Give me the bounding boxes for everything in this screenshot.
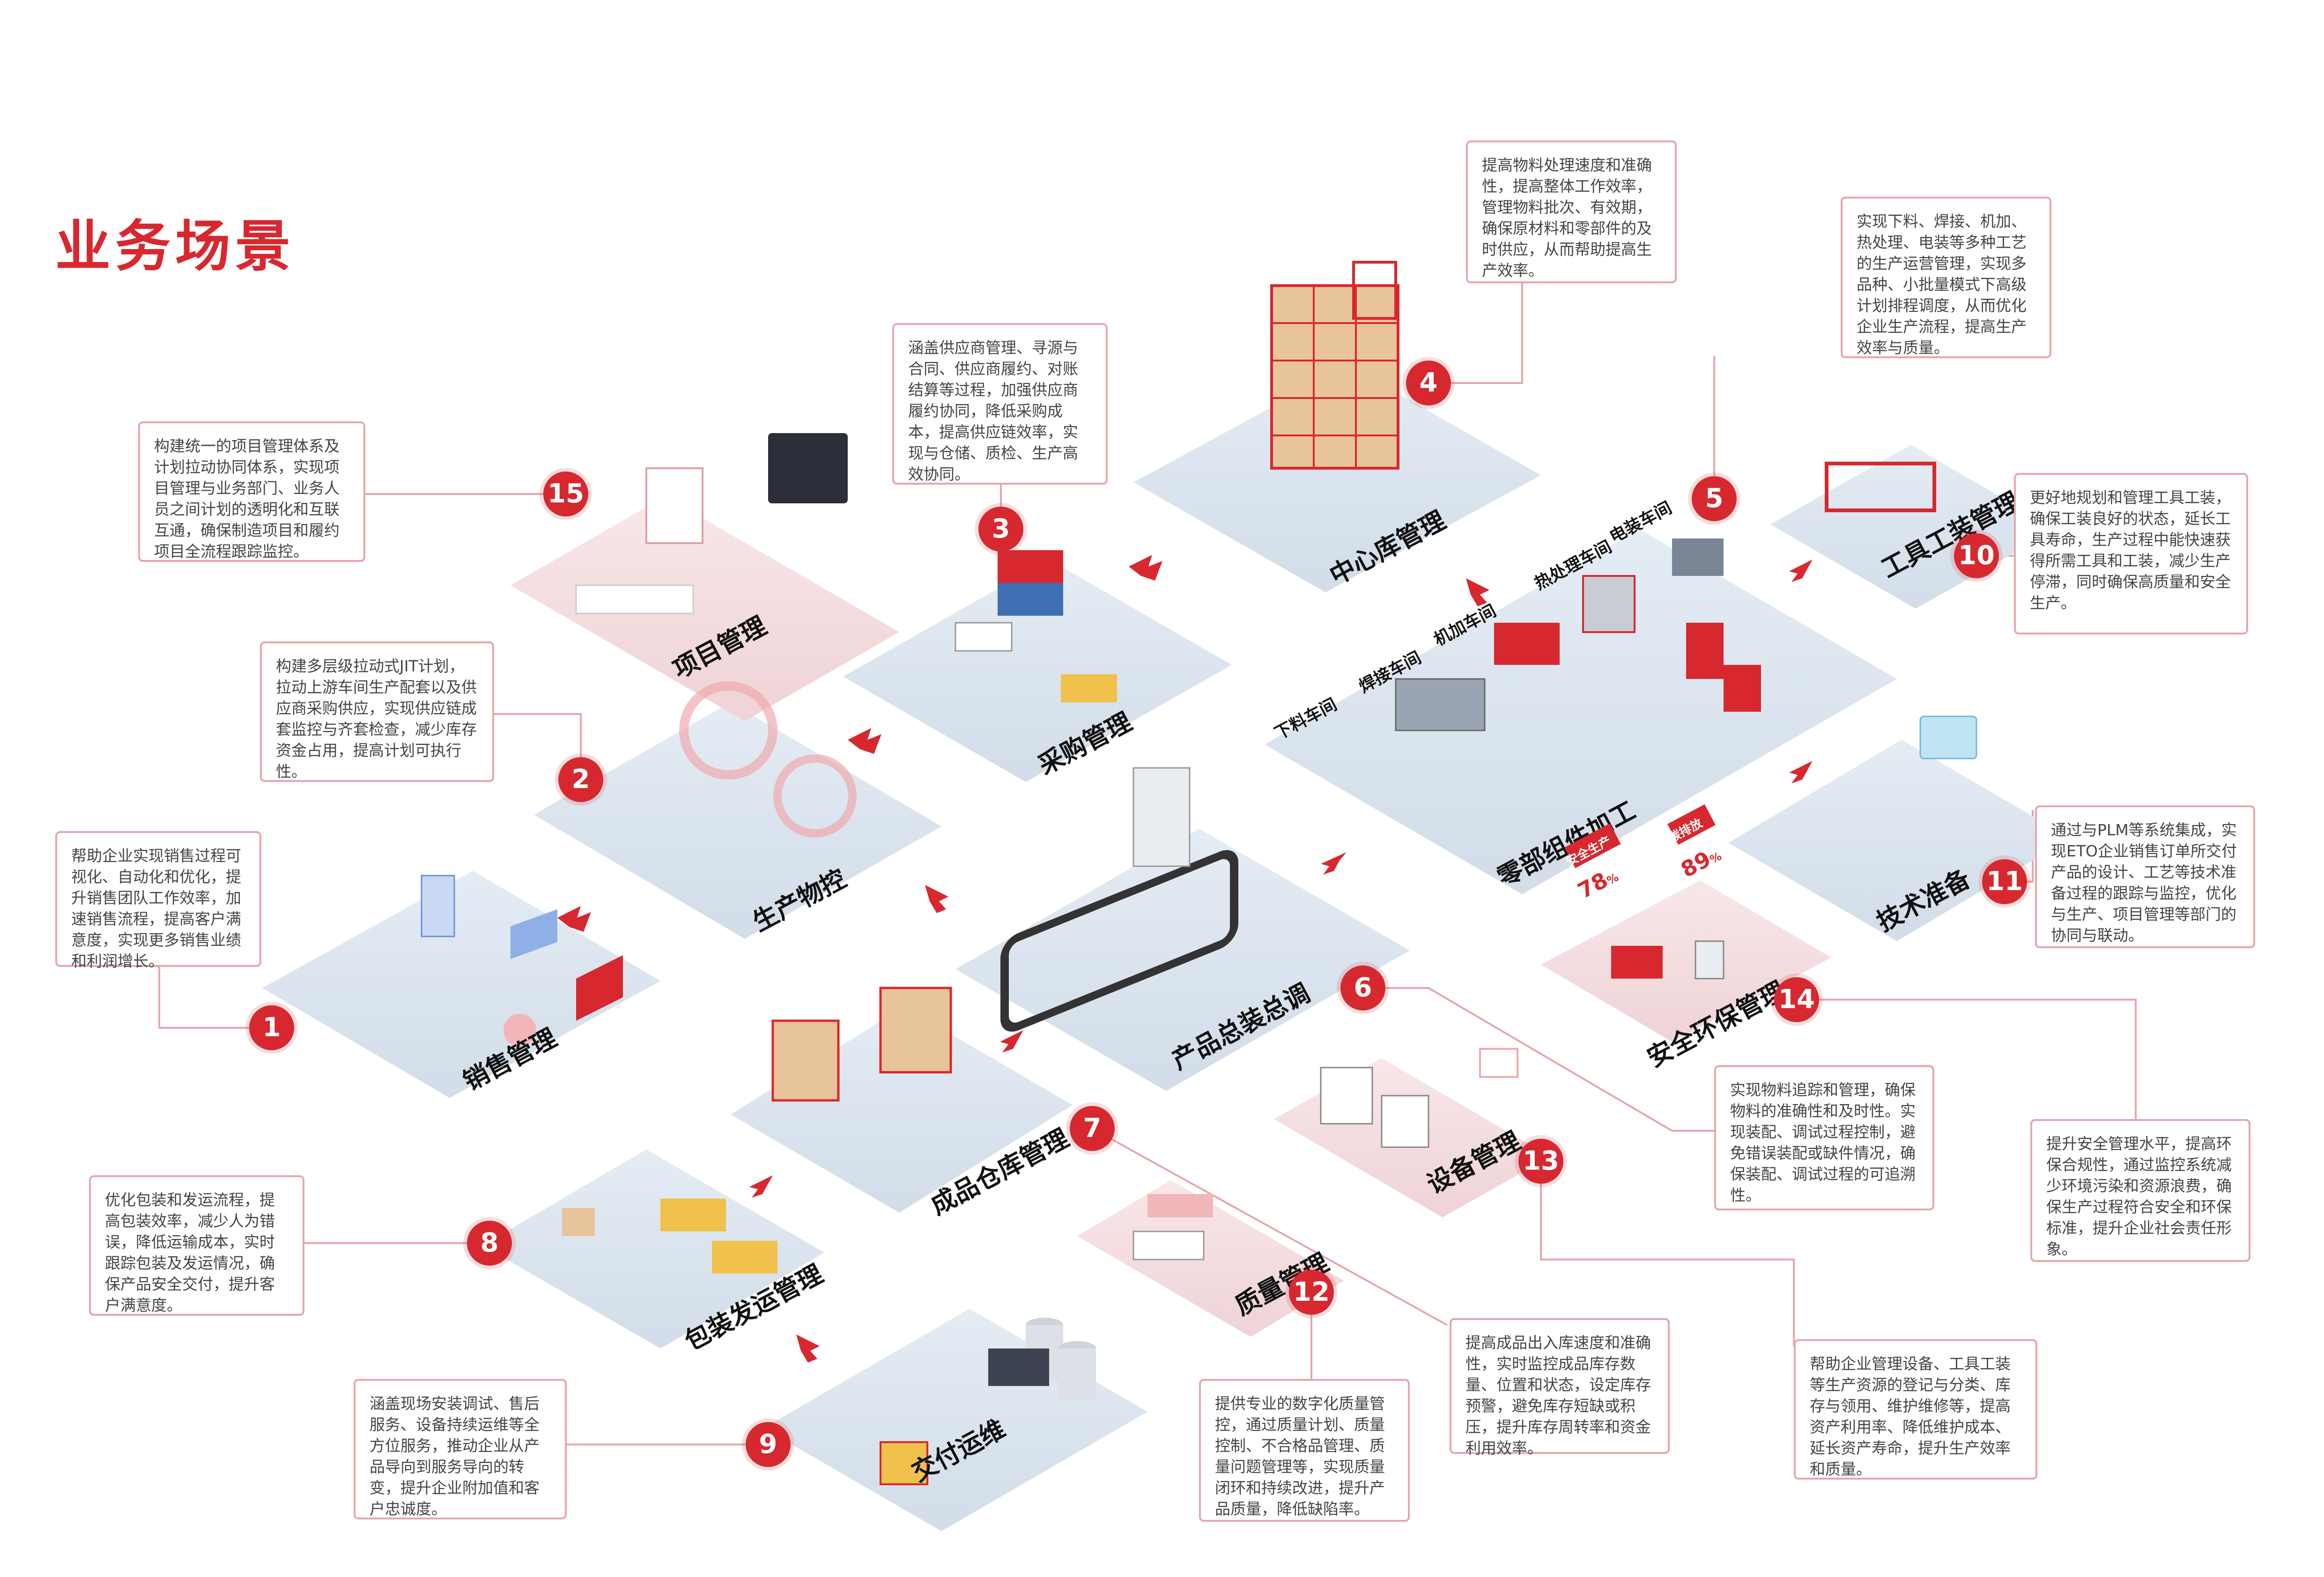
desc-box-11: 通过与PLM等系统集成，实现ETO企业销售订单所交付产品的设计、工艺等技术准备过… <box>2035 805 2255 948</box>
marker-10[interactable]: 10 <box>1954 533 1999 578</box>
marker-5[interactable]: 5 <box>1692 476 1737 521</box>
marker-2[interactable]: 2 <box>558 757 603 802</box>
desc-box-15: 构建统一的项目管理体系及计划拉动协同体系，实现项目管理与业务部门、业务人员之间计… <box>138 421 365 562</box>
marker-11[interactable]: 11 <box>1982 859 2027 904</box>
desc-box-10: 更好地规划和管理工具工装，确保工装良好的状态，延长工具寿命，生产过程中能快速获得… <box>2014 473 2248 634</box>
marker-1[interactable]: 1 <box>249 1005 294 1050</box>
desc-box-13: 帮助企业管理设备、工具工装等生产资源的登记与分类、库存与领用、维护维修等，提高资… <box>1794 1339 2037 1480</box>
marker-9[interactable]: 9 <box>746 1422 791 1467</box>
desc-box-14: 提升安全管理水平，提高环保合规性，通过监控系统减少环境污染和资源浪费，确保生产过… <box>2030 1119 2250 1262</box>
gauge-value-carbon: 89 <box>1677 846 1715 883</box>
marker-13[interactable]: 13 <box>1518 1139 1563 1184</box>
desc-box-12: 提供专业的数字化质量管控，通过质量计划、质量控制、不合格品管理、质量问题管理等，… <box>1199 1379 1410 1522</box>
marker-14[interactable]: 14 <box>1774 977 1819 1022</box>
page-title: 业务场景 <box>55 214 296 279</box>
desc-box-3: 涵盖供应商管理、寻源与合同、供应商履约、对账结算等过程，加强供应商履约协同，降低… <box>892 323 1108 485</box>
flow-arrows <box>557 555 1813 1363</box>
marker-8[interactable]: 8 <box>467 1221 512 1266</box>
desc-box-1: 帮助企业实现销售过程可视化、自动化和优化，提升销售团队工作效率，加速销售流程，提… <box>55 831 261 970</box>
gauge-value-safety: 78 <box>1574 867 1612 904</box>
marker-6[interactable]: 6 <box>1340 965 1385 1010</box>
desc-box-7: 提高成品出入库速度和准确性，实时监控成品库存数量、位置和状态，设定库存预警，避免… <box>1450 1318 1670 1457</box>
marker-12[interactable]: 12 <box>1289 1270 1334 1315</box>
desc-box-8: 优化包装和发运流程，提高包装效率，减少人为错误，降低运输成本，实时跟踪包装及发运… <box>89 1175 304 1316</box>
marker-3[interactable]: 3 <box>978 507 1023 552</box>
svg-text:89%: 89% <box>1677 841 1725 883</box>
marker-15[interactable]: 15 <box>543 472 588 516</box>
desc-box-6: 实现物料追踪和管理，确保物料的准确性和及时性。实现装配、调试过程控制，避免错误装… <box>1714 1065 1934 1210</box>
platforms <box>262 365 2070 1531</box>
marker-4[interactable]: 4 <box>1406 361 1451 405</box>
marker-7[interactable]: 7 <box>1070 1106 1115 1151</box>
desc-box-2: 构建多层级拉动式JIT计划，拉动上游车间生产配套以及供应商采购供应，实现供应链成… <box>260 641 494 782</box>
desc-box-9: 涵盖现场安装调试、售后服务、设备持续运维等全方位服务，推动企业从产品导向到服务导… <box>354 1379 567 1519</box>
desc-box-4: 提高物料处理速度和准确性，提高整体工作效率，管理物料批次、有效期，确保原材料和零… <box>1466 140 1677 283</box>
desc-box-5: 实现下料、焊接、机加、热处理、电装等多种工艺的生产运营管理，实现多品种、小批量模… <box>1841 197 2051 358</box>
svg-text:78%: 78% <box>1574 862 1622 904</box>
illustration-elements <box>421 261 1977 1485</box>
